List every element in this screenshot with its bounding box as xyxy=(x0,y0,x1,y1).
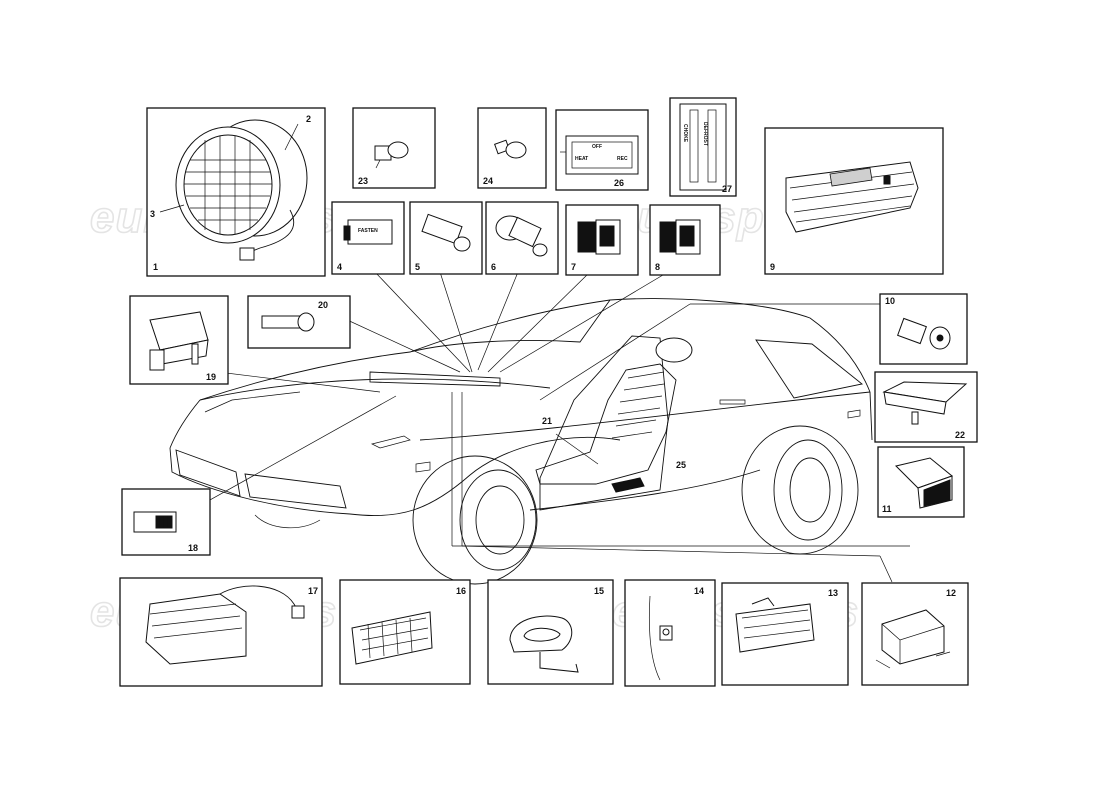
part-box-17-fog-lamp[interactable]: 17 xyxy=(119,577,323,687)
callout-6: 6 xyxy=(491,262,496,272)
part-box-5-push-switch[interactable]: 5 xyxy=(409,201,483,275)
callout-1: 1 xyxy=(153,262,158,272)
callout-9: 9 xyxy=(770,262,775,272)
callout-10: 10 xyxy=(885,296,895,306)
part-box-12-relay[interactable]: 12 xyxy=(861,582,969,686)
callout-7: 7 xyxy=(571,262,576,272)
part-box-18-connector[interactable]: 18 xyxy=(121,488,211,556)
part-box-10-sensor[interactable]: 10 xyxy=(879,293,968,365)
part-box-20-lighter[interactable]: 20 xyxy=(247,295,351,349)
defrost-label: DEFROST xyxy=(702,122,708,146)
car-body-outline xyxy=(169,298,873,585)
part-box-7-rocker-switch[interactable]: 7 xyxy=(565,204,639,276)
callout-21: 21 xyxy=(542,416,552,426)
part-box-22-interior-lamp[interactable]: 22 xyxy=(874,371,978,443)
part-box-6-sender[interactable]: 6 xyxy=(485,201,559,275)
callout-22: 22 xyxy=(955,430,965,440)
callout-5: 5 xyxy=(415,262,420,272)
callout-19: 19 xyxy=(206,372,216,382)
part-box-27-choke-control[interactable]: CHOKE DEFROST 27 xyxy=(669,97,737,197)
callout-23: 23 xyxy=(358,176,368,186)
part-box-16-side-marker[interactable]: 16 xyxy=(339,579,471,685)
callout-13: 13 xyxy=(828,588,838,598)
part-box-8-rocker-switch[interactable]: 8 xyxy=(649,204,721,276)
callout-24: 24 xyxy=(483,176,493,186)
callout-11: 11 xyxy=(882,504,892,514)
callout-8: 8 xyxy=(655,262,660,272)
callout-14: 14 xyxy=(694,586,704,596)
part-box-15-interior-light[interactable]: 15 xyxy=(487,579,614,685)
choke-label: CHOKE xyxy=(682,124,688,143)
part-box-13-side-marker[interactable]: 13 xyxy=(721,582,849,686)
callout-26: 26 xyxy=(614,178,624,188)
part-box-23-bulb[interactable]: 23 xyxy=(352,107,436,189)
callout-3: 3 xyxy=(150,209,155,219)
callout-16: 16 xyxy=(456,586,466,596)
callout-25: 25 xyxy=(676,460,686,470)
callout-17: 17 xyxy=(308,586,318,596)
callout-12: 12 xyxy=(946,588,956,598)
part-box-9-tail-light[interactable]: 9 xyxy=(764,127,944,275)
heater-off-label: OFF xyxy=(592,144,602,150)
callout-27: 27 xyxy=(722,184,732,194)
heater-right-label: REC xyxy=(617,156,628,162)
callout-15: 15 xyxy=(594,586,604,596)
part-box-24-bulb[interactable]: 24 xyxy=(477,107,547,189)
callout-4: 4 xyxy=(337,262,342,272)
heater-left-label: HEAT xyxy=(575,156,588,162)
part-box-1-headlight[interactable]: 1 2 3 xyxy=(146,107,326,277)
callout-20: 20 xyxy=(318,300,328,310)
callout-2: 2 xyxy=(306,114,311,124)
part-box-26-heater-panel[interactable]: OFF HEAT REC 26 xyxy=(555,109,649,191)
fasten-label: FASTEN xyxy=(358,228,378,234)
part-box-4-fasten-warning[interactable]: FASTEN 4 xyxy=(331,201,405,275)
part-box-14-door-switch[interactable]: 14 xyxy=(624,579,716,687)
leader-lines xyxy=(191,271,910,583)
part-box-11-relay[interactable]: 11 xyxy=(877,446,965,518)
part-box-19-relay[interactable]: 19 xyxy=(129,295,229,385)
callout-18: 18 xyxy=(188,543,198,553)
